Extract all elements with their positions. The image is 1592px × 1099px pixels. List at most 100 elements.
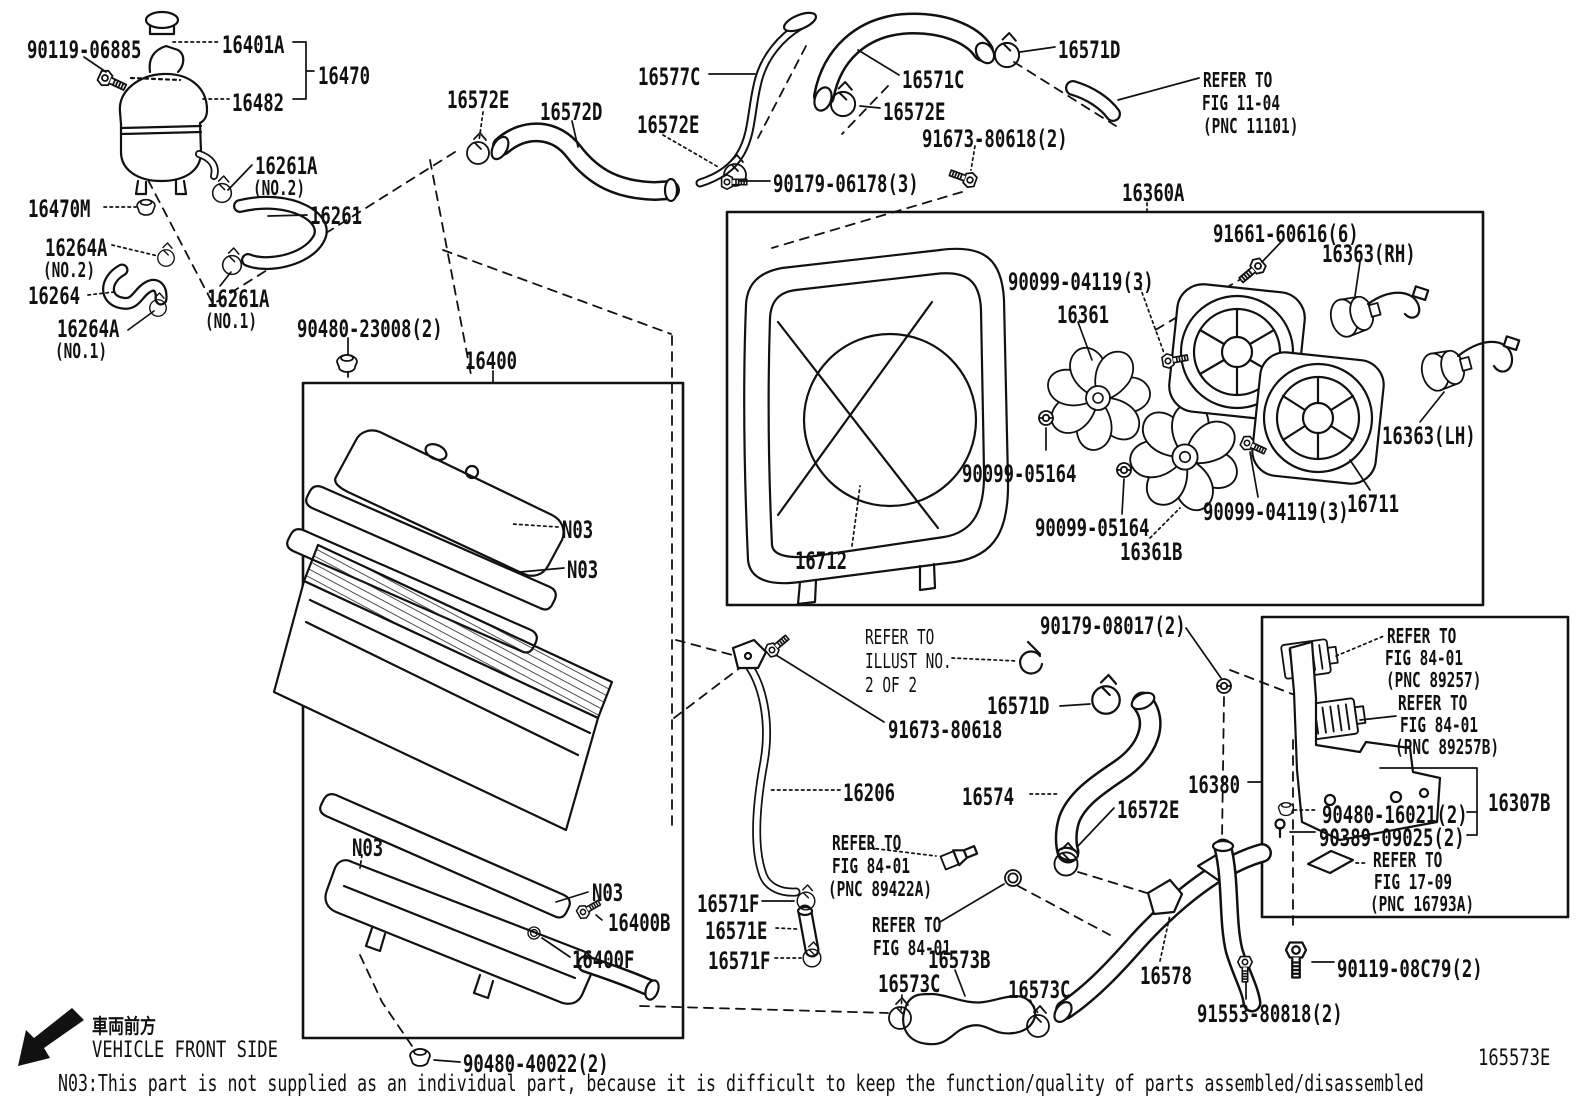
part-label-90179-06178-3: 90179-06178(3) — [773, 170, 919, 198]
part-label-90480-40022-2: 90480-40022(2) — [463, 1050, 609, 1078]
hose-16264 — [102, 263, 168, 310]
part-label-16482: 16482 — [232, 89, 285, 117]
vehicle-front-label-en: VEHICLE FRONT SIDE — [92, 1038, 278, 1063]
bolt-90119-08C79 — [1284, 941, 1308, 979]
footnote: N03:This part is not supplied as an indi… — [58, 1071, 1424, 1097]
part-label-n03: N03 — [567, 556, 599, 584]
part-label-16261a: 16261A — [255, 152, 318, 180]
part-label-pnc-16793a: (PNC 16793A) — [1370, 892, 1475, 916]
part-label-91553-80818-2: 91553-80818(2) — [1197, 1000, 1343, 1028]
pipe-16577C — [695, 11, 818, 188]
part-label-16712: 16712 — [795, 547, 848, 575]
screw-90389-09025 — [1274, 818, 1286, 839]
hose-refer-fig11-04 — [1065, 80, 1121, 122]
part-label-refer-to: REFER TO — [872, 913, 942, 937]
oring-84-01 — [1003, 868, 1023, 888]
part-label-refer-to: REFER TO — [1373, 848, 1443, 872]
part-label-n03: N03 — [592, 879, 624, 907]
part-label-16361: 16361 — [1057, 301, 1110, 329]
part-label-16578: 16578 — [1140, 962, 1193, 990]
part-label-16572e: 16572E — [447, 86, 510, 114]
part-label-90119-06885: 90119-06885 — [27, 36, 142, 64]
part-label-refer-to: REFER TO — [832, 831, 902, 855]
part-label-n03: N03 — [562, 516, 594, 544]
part-label-16711: 16711 — [1347, 490, 1400, 518]
part-label-90099-05164: 90099-05164 — [962, 460, 1077, 488]
nut-90099-05164-2 — [1115, 461, 1133, 479]
hose-16572D — [490, 122, 680, 203]
part-label-90389-09025-2: 90389-09025(2) — [1319, 824, 1465, 852]
part-label-16572e: 16572E — [637, 111, 700, 139]
radiator-assembly-box — [301, 381, 685, 1040]
hose-16571C — [813, 12, 996, 112]
pipe-16380 — [1211, 838, 1262, 1013]
part-label-16400: 16400 — [465, 347, 518, 375]
part-label-16577c: 16577C — [638, 63, 701, 91]
part-label-16264a: 16264A — [57, 315, 120, 343]
part-label-90480-16021-2: 90480-16021(2) — [1322, 801, 1468, 829]
part-label-16264: 16264 — [28, 282, 81, 310]
hose-16573B — [902, 992, 1037, 1046]
part-label-pnc-89422a: (PNC 89422A) — [828, 877, 933, 901]
part-label-fig-11-04: FIG 11-04 — [1202, 91, 1281, 115]
part-label-16572d: 16572D — [540, 98, 603, 126]
part-label-16400b: 16400B — [608, 909, 671, 937]
part-label-refer-to: REFER TO — [1387, 624, 1457, 648]
part-label-16470: 16470 — [318, 62, 371, 90]
part-label-16571d: 16571D — [1058, 36, 1121, 64]
part-label-16363-rh: 16363(RH) — [1322, 240, 1416, 268]
part-label-16261: 16261 — [310, 202, 363, 230]
clamp-16261A-no1 — [221, 247, 243, 276]
grommet-16470M — [136, 198, 156, 216]
vehicle-front-label-jp: 車両前方 — [92, 1014, 156, 1038]
group-boxes — [301, 210, 1570, 1040]
hose-16574 — [1054, 691, 1162, 864]
part-label-91673-80618-2: 91673-80618(2) — [922, 125, 1068, 153]
part-label-16261a: 16261A — [207, 285, 270, 313]
part-label-16572e: 16572E — [883, 98, 946, 126]
part-label-16380: 16380 — [1188, 771, 1241, 799]
part-label-no-1: (NO.1) — [205, 309, 258, 333]
part-label-16360a: 16360A — [1122, 179, 1185, 207]
part-label-pnc-11101: (PNC 11101) — [1203, 114, 1299, 138]
fan-shroud-assembly-box — [725, 210, 1485, 607]
grommet-90480-23008 — [335, 353, 359, 374]
part-label-16363-lh: 16363(LH) — [1382, 422, 1476, 450]
c-ring-illust — [1019, 640, 1044, 675]
fan-housing-lh-16711 — [1251, 351, 1385, 485]
part-label-fig-84-01: FIG 84-01 — [1400, 713, 1479, 737]
part-label-16361b: 16361B — [1120, 538, 1183, 566]
part-label-16307b: 16307B — [1488, 789, 1551, 817]
part-label-16400f: 16400F — [572, 946, 635, 974]
part-label-fig-84-01: FIG 84-01 — [832, 854, 911, 878]
sensor-89422A — [939, 845, 979, 871]
part-label-16264a: 16264A — [45, 234, 108, 262]
bracket-16307B — [1288, 640, 1442, 842]
pipe-16206 — [731, 630, 801, 897]
grommet-90480-16021 — [1277, 801, 1295, 817]
bolt-90179-06178 — [720, 173, 748, 191]
reservoir-tank-16470 — [95, 10, 219, 196]
leader-lines — [83, 41, 1478, 1063]
part-label-2-of-2: 2 OF 2 — [865, 673, 918, 697]
part-label-91673-80618: 91673-80618 — [888, 716, 1003, 744]
part-label-16401a: 16401A — [222, 31, 285, 59]
part-label-no-2: (NO.2) — [253, 176, 306, 200]
nut-90179-08017 — [1215, 677, 1233, 695]
part-label-fig-17-09: FIG 17-09 — [1374, 870, 1453, 894]
part-label-16206: 16206 — [843, 779, 896, 807]
part-label-illust-no: ILLUST NO. — [865, 649, 952, 673]
clamp-16264A-no2 — [156, 242, 176, 268]
fan-shroud-16712 — [743, 247, 1010, 606]
part-label-90480-23008-2: 90480-23008(2) — [297, 315, 443, 343]
part-label-fig-84-01: FIG 84-01 — [873, 936, 952, 960]
part-label-16573b: 16573B — [928, 946, 991, 974]
hose-16261 — [233, 195, 328, 270]
part-label-refer-to: REFER TO — [1203, 68, 1273, 92]
diagram-code: 165573E — [1478, 1046, 1551, 1071]
gasket-16793A — [1306, 849, 1355, 875]
part-label-91661-60616-6: 91661-60616(6) — [1213, 220, 1359, 248]
part-label-pnc-89257: (PNC 89257) — [1386, 668, 1482, 692]
